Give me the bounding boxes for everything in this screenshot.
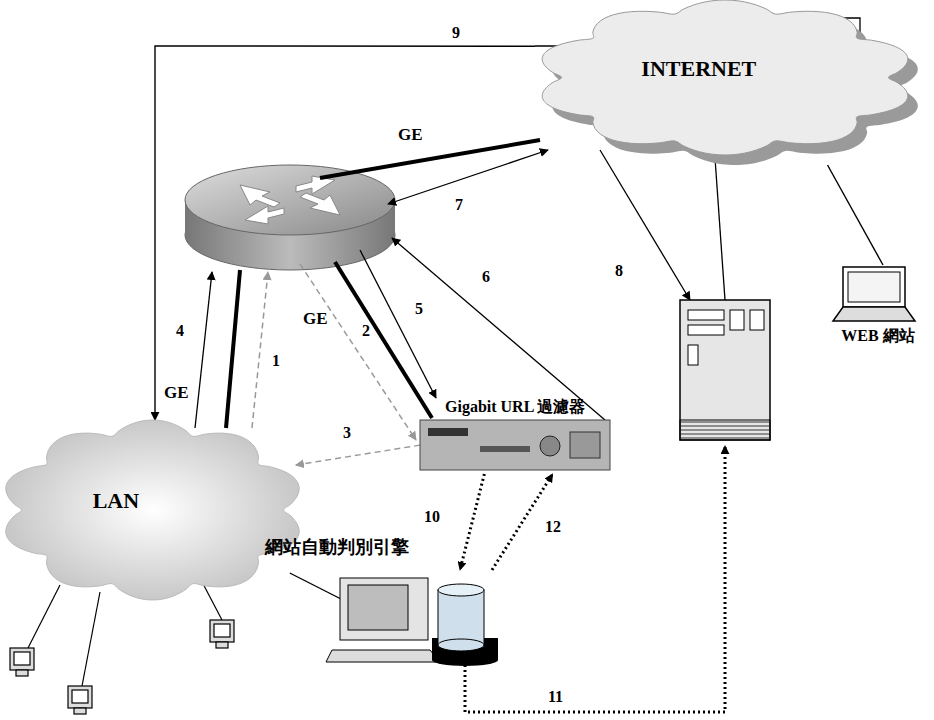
pc-monitor [68, 686, 92, 708]
flow-arrow [600, 150, 690, 300]
lan-shape [0, 420, 305, 600]
pc-stand [74, 708, 86, 714]
connector [460, 474, 484, 570]
callout-number: 4 [176, 322, 184, 340]
callout-number: 1 [272, 352, 280, 370]
dashed-flows [252, 264, 416, 440]
lan-link [82, 592, 100, 686]
device-knob [540, 436, 560, 456]
device-case [420, 420, 610, 470]
callout-number: 11 [548, 688, 563, 706]
router-top [185, 165, 395, 235]
url-filter: Gigabit URL 過濾器 [420, 396, 615, 474]
client-pc [10, 648, 34, 676]
pc-screen [214, 624, 230, 637]
callout-number: 12 [545, 518, 561, 536]
router-arrow [245, 206, 284, 224]
link-speed: GE [164, 384, 189, 403]
server-vent [680, 420, 770, 440]
client-pc [68, 686, 92, 714]
node-label: INTERNET [641, 57, 756, 81]
flow-arrow [392, 238, 605, 420]
client-pcs [10, 620, 234, 714]
server-bay [688, 310, 724, 320]
router-arrow [240, 185, 280, 207]
dotted-arrow [465, 446, 725, 712]
flow-arrow [388, 150, 548, 204]
ge-link [320, 140, 540, 178]
database-drum [438, 590, 484, 645]
link-speed: GE [303, 310, 328, 329]
router-icon [185, 165, 395, 270]
pc-monitor [10, 648, 34, 670]
server-link [715, 158, 725, 300]
connector [828, 165, 884, 265]
device-slot [428, 428, 468, 436]
node-label: Gigabit URL 過濾器 [445, 398, 585, 416]
internet-cloud: INTERNET [535, 0, 925, 165]
callout-number: 2 [362, 322, 370, 340]
detection-engine: 網站自動判別引擎 [340, 570, 500, 665]
node-label: 網站自動判別引擎 [265, 538, 409, 558]
dashed-arrow [300, 264, 416, 440]
client-pc [210, 620, 234, 648]
cloud-shape [535, 0, 925, 165]
laptop-screen [843, 267, 905, 307]
server-bay [688, 325, 724, 335]
cloud-outline [6, 420, 299, 600]
lan-links [28, 578, 222, 686]
connector [290, 573, 340, 599]
connector [492, 474, 553, 570]
pc-stand [216, 642, 228, 648]
device-slot [480, 446, 530, 452]
lan-link [28, 585, 60, 648]
pc-stand [16, 670, 28, 676]
callout-number: 7 [455, 196, 463, 214]
router-arrows [240, 176, 340, 224]
callout-number: 3 [343, 424, 351, 442]
ge-link [226, 270, 240, 428]
pc-monitor [210, 620, 234, 642]
server-case [680, 300, 770, 440]
device-panel [570, 432, 600, 458]
server-icon [680, 300, 770, 440]
database-drum [438, 639, 484, 651]
connector [296, 445, 420, 465]
node-label: LAN [93, 489, 139, 513]
connector [155, 46, 535, 420]
laptop-display [848, 272, 900, 302]
router-arrow [296, 176, 335, 194]
pc-screen [14, 652, 30, 665]
server-bay [688, 345, 698, 365]
server-bay [750, 310, 764, 330]
pc-base [326, 650, 440, 662]
flow-arrow [360, 250, 436, 398]
router-arrow [300, 193, 340, 215]
pc-screen [72, 690, 88, 703]
cloud-outline [542, 0, 908, 155]
web-site: WEB 網站 [828, 265, 928, 353]
drum-base [432, 654, 498, 666]
dashed-arrow [252, 272, 268, 428]
node-label: WEB 網站 [841, 327, 914, 345]
flow-arrow [195, 272, 212, 428]
database-top [438, 584, 484, 596]
callout-number: 8 [615, 262, 623, 280]
link-speed: GE [398, 126, 423, 145]
server-bay [730, 310, 744, 330]
flow-arrows [195, 150, 690, 428]
pc-monitor [340, 578, 428, 640]
laptop-base [833, 307, 915, 321]
callout-number: 10 [424, 508, 440, 526]
lan-cloud: LAN [0, 420, 305, 600]
callout-number: 6 [482, 268, 490, 286]
callout-number: 9 [452, 24, 460, 42]
pc-screen [348, 585, 408, 630]
callout-number: 5 [415, 300, 423, 318]
ge-links [226, 140, 540, 428]
pc-shape [340, 570, 500, 665]
